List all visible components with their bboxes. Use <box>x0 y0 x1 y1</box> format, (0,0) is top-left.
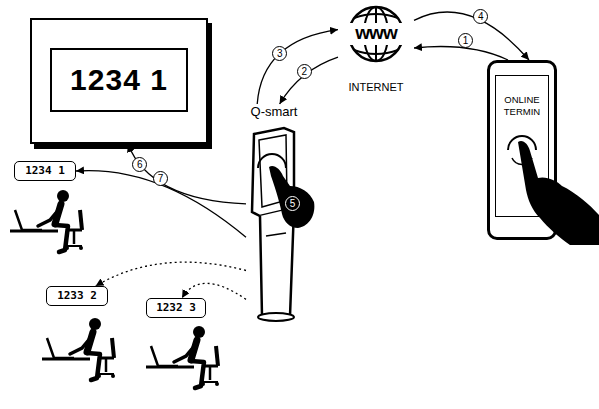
flow-arrow <box>414 47 508 61</box>
drawing-part <box>260 208 294 316</box>
drawing-part <box>258 313 294 321</box>
worker <box>10 190 83 252</box>
flow-arrow <box>414 12 529 60</box>
internet-globe: wwwINTERNET <box>338 2 414 94</box>
callout-number: 6 <box>132 157 147 172</box>
kiosk-body <box>246 104 302 326</box>
screen-frame: 1234 1 <box>50 48 188 112</box>
dotted-arrow <box>182 283 246 299</box>
dotted-arrow <box>96 262 246 286</box>
counter-display: 1232 3 <box>146 298 206 318</box>
ticket-number: 1232 3 <box>156 301 196 315</box>
node-label: INTERNET <box>338 81 414 94</box>
globe-text: www <box>338 22 414 44</box>
ticket-kiosk: Q-smart <box>246 104 302 326</box>
ticket-number: 1234 1 <box>70 63 168 97</box>
callout-number: 5 <box>285 196 300 211</box>
flow-arrow <box>280 57 338 104</box>
flow-arrow <box>257 30 338 104</box>
smartphone: ONLINE TERMIN <box>487 60 557 240</box>
worker <box>42 318 115 380</box>
drawing-part <box>266 233 286 236</box>
screen-text: ONLINE TERMIN <box>496 94 548 118</box>
counter-display: 1234 1 <box>14 161 76 181</box>
callout-number: 2 <box>297 64 312 79</box>
callout-number: 3 <box>272 46 287 61</box>
callout-number: 4 <box>473 9 488 24</box>
flow-arrow <box>128 144 246 204</box>
callout-number: 1 <box>458 33 473 48</box>
ticket-number: 1234 1 <box>25 164 65 178</box>
callout-number: 7 <box>153 171 168 186</box>
worker <box>146 326 219 388</box>
node-label: Q-smart <box>246 104 302 120</box>
counter-display: 1233 2 <box>46 286 108 306</box>
ticket-number: 1233 2 <box>57 289 97 303</box>
phone-screen: ONLINE TERMIN <box>495 75 549 217</box>
drawing-part <box>259 135 287 207</box>
flow-arrow <box>76 171 246 238</box>
display-board: 1234 1 <box>30 18 208 144</box>
